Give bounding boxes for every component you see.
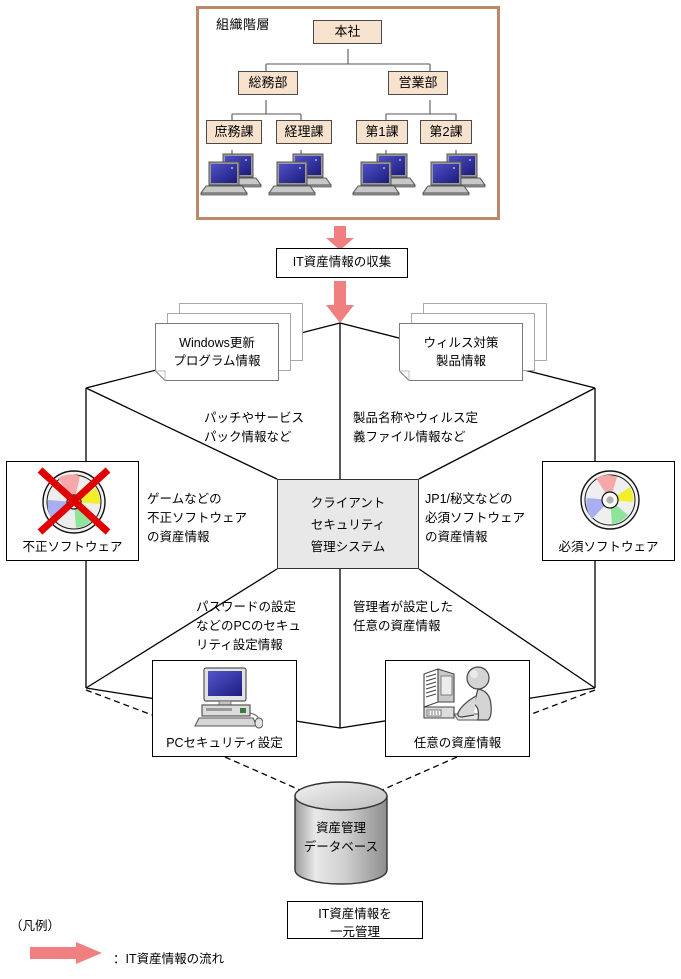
annot-product-line-2: 義ファイル情報など [353, 430, 466, 444]
doc-line-1: ウィルス対策 [423, 336, 499, 350]
windows-update-docs: Windows更新 プログラム情報 [155, 303, 303, 389]
right-arrow-icon [30, 942, 102, 964]
unauthorized-software-caption: 不正ソフトウェア [22, 540, 123, 554]
required-software-box: 必須ソフトウェア [542, 461, 675, 561]
organization-title: 組織階層 [216, 17, 271, 32]
center-line-3: 管理システム [310, 540, 386, 554]
center-line-2: セキュリティ [310, 518, 386, 532]
centralized-management-box: IT資産情報を 一元管理 [287, 901, 423, 939]
org-node-affairs-section: 庶務課 [206, 120, 262, 144]
doc-sheet-front-shape [155, 323, 279, 381]
annot-patch-line-1: パッチやサービス [204, 411, 305, 425]
doc-line-1: Windows更新 [179, 336, 255, 350]
laptop-icon-group [200, 153, 486, 196]
annot-product: 製品名称やウィルス定 義ファイル情報など [353, 409, 478, 447]
doc-line-2: 製品情報 [435, 354, 486, 368]
pc-security-settings-caption: PCセキュリティ設定 [166, 736, 283, 750]
annot-admin-line-1: 管理者が設定した [353, 600, 454, 614]
collect-it-asset-info-box: IT資産情報の収集 [276, 248, 408, 278]
colored-cd-icon [580, 470, 640, 530]
annot-jp1-line-3: の資産情報 [425, 530, 488, 544]
doc-sheet-front-shape [399, 323, 523, 381]
db-label-line-1: 資産管理 [315, 821, 366, 835]
arbitrary-asset-info-box: 任意の資産情報 [385, 660, 530, 757]
legend-title: （凡例） [10, 919, 61, 933]
annot-jp1-line-2: 必須ソフトウェア [425, 511, 526, 525]
org-node-accounting-section: 経理課 [276, 120, 332, 144]
person-at-computer-icon [423, 666, 492, 721]
annot-password-line-2: などのPCのセキュ [196, 619, 301, 633]
cd-with-red-x-icon [37, 467, 111, 535]
annot-jp1: JP1/秘文などの 必須ソフトウェア の資産情報 [425, 490, 525, 547]
unauthorized-software-box: 不正ソフトウェア [6, 461, 139, 561]
db-box-line-2: 一元管理 [329, 925, 380, 939]
annot-admin-line-2: 任意の資産情報 [353, 619, 441, 633]
client-security-management-system-box: クライアント セキュリティ 管理システム [277, 479, 419, 569]
annot-password-line-3: リティ設定情報 [196, 638, 283, 652]
annot-admin: 管理者が設定した 任意の資産情報 [353, 598, 453, 636]
annot-game-line-1: ゲームなどの [147, 492, 222, 506]
org-node-section-2: 第2課 [420, 120, 472, 144]
required-software-caption: 必須ソフトウェア [558, 540, 659, 554]
annot-product-line-1: 製品名称やウィルス定 [353, 411, 479, 425]
db-label-line-2: データベース [303, 840, 379, 854]
annot-patch-line-2: パック情報など [204, 430, 292, 444]
down-arrow-icon-top [326, 226, 354, 250]
db-box-line-1: IT資産情報を [318, 907, 392, 921]
annot-jp1-line-1: JP1/秘文などの [425, 492, 513, 506]
annot-game-line-2: 不正ソフトウェア [147, 511, 248, 525]
asset-database-cylinder [294, 781, 388, 885]
annot-patch: パッチやサービス パック情報など [204, 409, 304, 447]
doc-line-2: プログラム情報 [173, 354, 261, 368]
annot-game-line-3: の資産情報 [147, 530, 210, 544]
asset-database-label: 資産管理 データベース [293, 819, 389, 857]
down-arrow-icon-bottom [326, 281, 354, 323]
center-line-1: クライアント [310, 496, 386, 510]
org-node-general-affairs: 総務部 [238, 71, 298, 95]
annot-password: パスワードの設定 などのPCのセキュ リティ設定情報 [196, 598, 301, 655]
desktop-computer-icon [194, 667, 263, 729]
annot-game: ゲームなどの 不正ソフトウェア の資産情報 [147, 490, 247, 547]
org-node-sales: 営業部 [388, 71, 448, 95]
annot-password-line-1: パスワードの設定 [196, 600, 297, 614]
org-node-headquarters: 本社 [313, 20, 382, 44]
pc-security-settings-box: PCセキュリティ設定 [152, 660, 297, 757]
org-node-section-1: 第1課 [356, 120, 408, 144]
antivirus-docs: ウィルス対策 製品情報 [399, 303, 547, 389]
legend-text: ：IT資産情報の流れ [113, 952, 225, 966]
arbitrary-asset-info-caption: 任意の資産情報 [413, 736, 502, 750]
